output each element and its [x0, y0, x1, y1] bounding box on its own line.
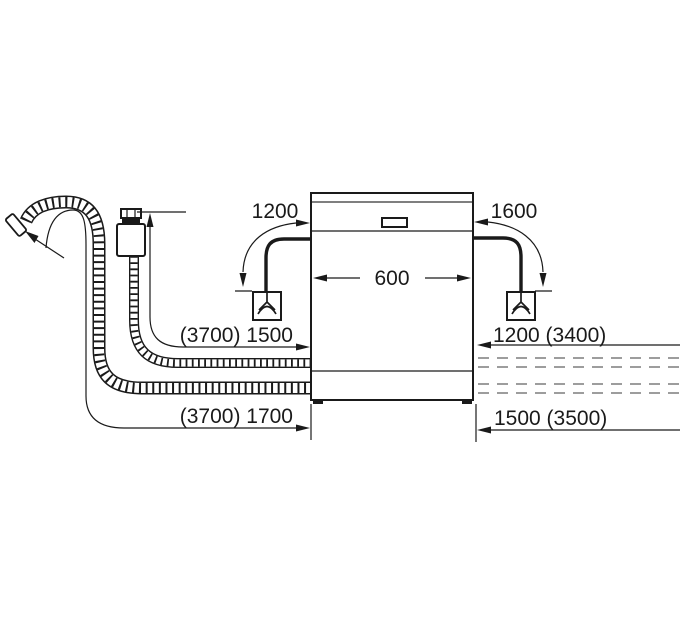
arrow-up-icon	[146, 213, 154, 227]
appliance-foot-left	[313, 400, 323, 404]
power-plug-icon	[506, 291, 536, 321]
dim-label-right-top: 1200 (3400)	[493, 324, 606, 347]
dim-right-top: 1200 (3400)	[477, 324, 680, 349]
appliance-foot-right	[462, 400, 472, 404]
dim-label-power-cord-right: 1600	[491, 200, 538, 223]
dim-power-cord-right: 1600	[474, 200, 552, 292]
arrow-right-icon	[296, 343, 310, 351]
arrow-right-icon	[296, 219, 310, 227]
drain-hose-end-icon	[5, 213, 27, 237]
dim-appliance-width: 600	[313, 267, 471, 290]
water-tap-valve-icon	[116, 208, 146, 257]
dim-right-bottom: 1500 (3500)	[477, 407, 680, 434]
arrow-down-icon	[539, 273, 547, 287]
drain-hose	[5, 202, 311, 388]
power-cord-left	[264, 237, 311, 292]
hose-continuation-dashed-lines	[478, 357, 680, 394]
dishwasher-outline	[310, 192, 474, 404]
arrow-left-icon	[477, 341, 491, 349]
arrow-right-icon	[457, 274, 471, 282]
dim-label-right-bottom: 1500 (3500)	[494, 407, 607, 430]
arrow-left-icon	[474, 218, 488, 226]
power-plug-icon	[252, 291, 282, 321]
dim-label-power-cord-left: 1200	[252, 200, 299, 223]
dim-label-drain-hose: (3700) 1700	[180, 405, 293, 428]
arrow-left-icon	[313, 274, 327, 282]
dim-supply-hose: (3700) 1500	[137, 211, 310, 351]
door-handle	[381, 217, 408, 228]
power-cord-right	[473, 236, 523, 292]
arrow-up-left-icon	[25, 231, 39, 243]
dim-drain-hose: (3700) 1700	[25, 209, 310, 432]
arrow-down-icon	[239, 273, 247, 287]
dim-label-supply-hose: (3700) 1500	[180, 324, 293, 347]
dim-label-appliance-width: 600	[374, 267, 409, 290]
arrow-right-icon	[296, 424, 310, 432]
arrow-left-icon	[477, 426, 491, 434]
dim-power-cord-left: 1200	[235, 200, 310, 292]
